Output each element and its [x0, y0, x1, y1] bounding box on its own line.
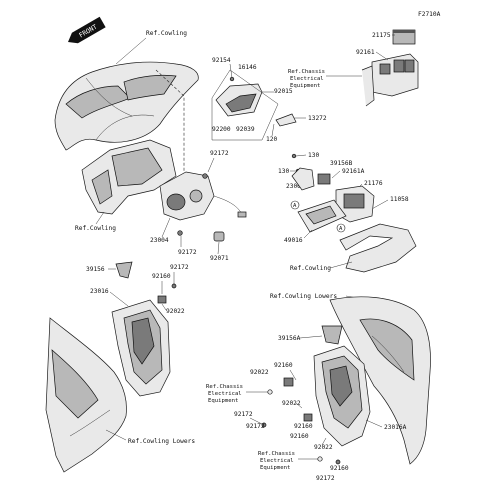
ref-cowling-lowers-left: Ref.Cowling Lowers: [128, 438, 195, 445]
svg-text:Electrical: Electrical: [290, 76, 324, 82]
lens-a-part: [321, 325, 343, 345]
right-taillight-housing-part: [313, 345, 371, 447]
label-49016: 49016: [284, 237, 303, 244]
ref-cowling-right: Ref.Cowling: [290, 265, 331, 272]
label-92154: 92154: [212, 57, 231, 64]
label-92022-d: 92022: [314, 444, 333, 451]
label-13272: 13272: [308, 115, 327, 122]
ref-cowling-top: Ref.Cowling: [146, 30, 187, 37]
upper-cowling-part: [54, 61, 199, 151]
label-130-a: 130: [308, 152, 319, 159]
relay-box-part: [392, 29, 416, 45]
label-11058: 11058: [390, 196, 409, 203]
label-39156b: 39156B: [330, 160, 353, 167]
lens-part: [115, 261, 133, 279]
front-arrow-icon: FRONT: [68, 16, 106, 44]
label-92160-c: 92160: [294, 423, 313, 430]
svg-text:A: A: [339, 226, 343, 232]
inner-bracket-part: [81, 139, 177, 215]
label-92200: 92200: [212, 126, 231, 133]
label-21175: 21175: [372, 32, 391, 39]
label-21176: 21176: [364, 180, 383, 187]
label-92172-c: 92172: [170, 264, 189, 271]
label-92160-d: 92160: [290, 433, 309, 440]
svg-text:Ref.Chassis: Ref.Chassis: [288, 69, 325, 75]
ref-chassis-bottom: Ref.Chassis Electrical Equipment: [258, 451, 295, 471]
svg-text:Electrical: Electrical: [208, 391, 242, 397]
svg-text:Ref.Chassis: Ref.Chassis: [258, 451, 295, 457]
svg-text:Equipment: Equipment: [208, 398, 238, 404]
ecu-bracket-part: [335, 185, 375, 223]
label-23016: 23016: [90, 288, 109, 295]
label-16146: 16146: [238, 64, 257, 71]
svg-text:Ref.Chassis: Ref.Chassis: [206, 384, 243, 390]
label-23016a: 23016A: [384, 424, 407, 431]
label-92022-a: 92022: [166, 308, 185, 315]
svg-text:Equipment: Equipment: [260, 465, 290, 471]
ref-cowling-left: Ref.Cowling: [75, 225, 116, 232]
ref-cowling-lowers-right: Ref.Cowling Lowers: [270, 293, 337, 300]
label-92160-b: 92160: [274, 362, 293, 369]
left-taillight-housing-part: [111, 299, 171, 397]
lower-left-cowling-part: [45, 317, 127, 473]
cover-plate-part: [215, 83, 263, 117]
label-92172-d: 92172: [234, 411, 253, 418]
label-130-b: 130: [278, 168, 289, 175]
svg-text:Electrical: Electrical: [260, 458, 294, 464]
label-92039: 92039: [236, 126, 255, 133]
label-92172-a: 92172: [210, 150, 229, 157]
tray-part: [297, 199, 347, 233]
lower-right-cowling-part: [329, 296, 431, 465]
label-92172-e: 92172: [246, 423, 265, 430]
label-120: 120: [266, 136, 277, 143]
svg-text:A: A: [293, 203, 297, 209]
label-92071: 92071: [210, 255, 229, 262]
figure-code: F2710A: [418, 11, 441, 18]
label-92161a: 92161A: [342, 168, 365, 175]
label-92160-a: 92160: [152, 273, 171, 280]
svg-text:Equipment: Equipment: [290, 83, 320, 89]
callout-a-1: A: [290, 200, 300, 210]
ref-chassis-top: Ref.Chassis Electrical Equipment: [288, 69, 325, 89]
label-23004: 23004: [150, 237, 169, 244]
relay-bracket-part: [361, 53, 419, 107]
label-92160-e: 92160: [330, 465, 349, 472]
label-92172-b: 92172: [178, 249, 197, 256]
label-39156a: 39156A: [278, 335, 301, 342]
subframe-bracket-part: [339, 223, 417, 273]
sensor-bracket-part: [291, 167, 331, 191]
label-92172-f: 92172: [316, 475, 335, 482]
label-92022-c: 92022: [282, 400, 301, 407]
grommet-part: [213, 231, 225, 242]
headlight-assembly-part: [159, 171, 247, 221]
label-92161: 92161: [356, 49, 375, 56]
label-92015: 92015: [274, 88, 293, 95]
callout-a-2: A: [336, 223, 346, 233]
label-23062: 23062: [286, 183, 305, 190]
label-92022-b: 92022: [250, 369, 269, 376]
screw-part: [177, 173, 208, 236]
ref-chassis-mid: Ref.Chassis Electrical Equipment: [206, 384, 243, 404]
label-39156: 39156: [86, 266, 105, 273]
